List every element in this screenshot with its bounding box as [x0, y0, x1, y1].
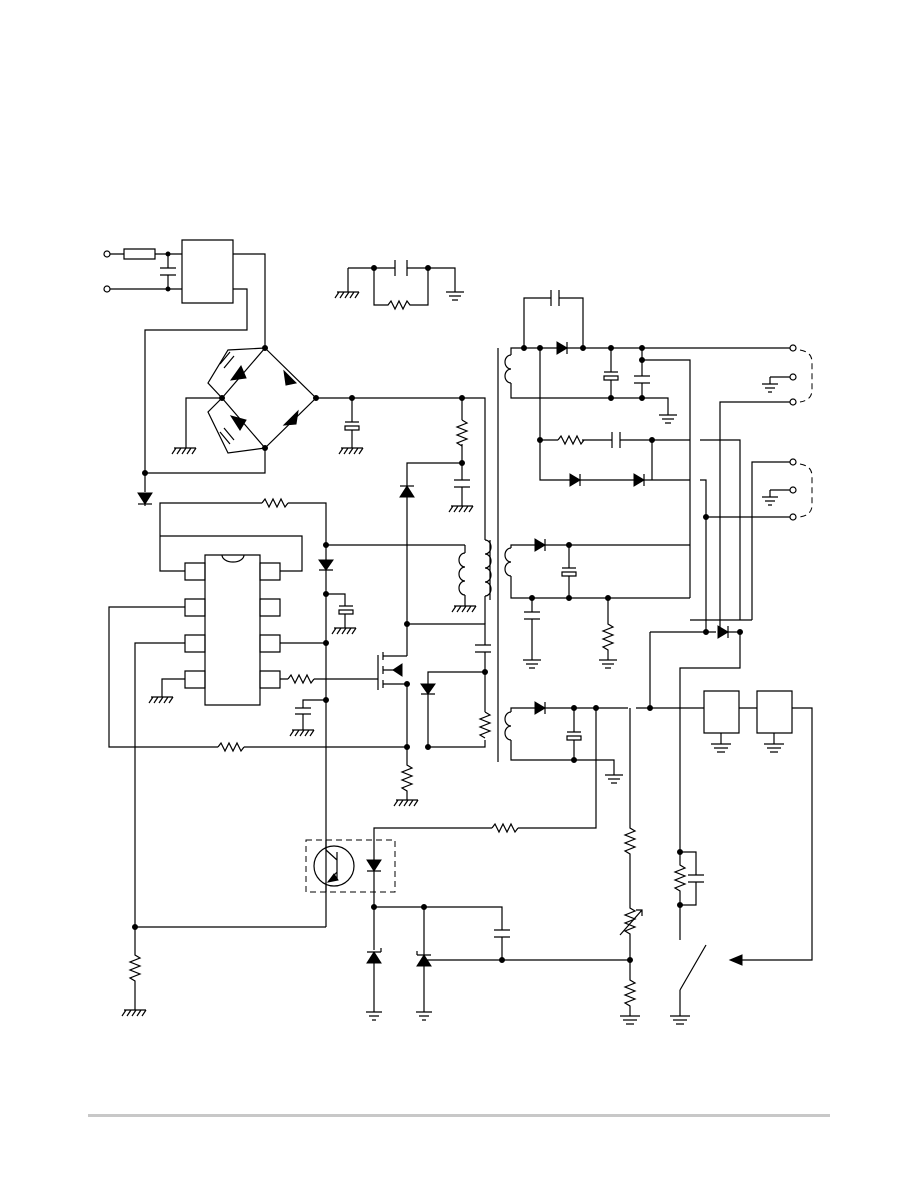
bridge-diode-4: [284, 411, 298, 425]
bridge-diode-2: [284, 371, 296, 385]
secondary-output-1: [511, 290, 791, 598]
emi-filter-block: [182, 240, 233, 303]
bridge-diode-1: [231, 366, 246, 380]
ic-body: [205, 555, 260, 705]
output-terminal-5: [790, 487, 796, 493]
output-diode-5: [535, 702, 545, 714]
output-terminal-2: [790, 374, 796, 380]
power-switch: [680, 945, 706, 990]
ac-input-section: [104, 240, 265, 473]
feedback-network: [306, 840, 630, 1020]
output-diode-3: [634, 474, 644, 486]
mosfet-switch: [378, 622, 491, 807]
secondary-output-3: [374, 702, 690, 860]
secondary-winding-3: [505, 712, 511, 740]
aux-winding: [459, 553, 465, 595]
clamp-diode: [400, 486, 414, 497]
pwm-controller-ic: [109, 473, 407, 927]
output-diode-4: [535, 539, 545, 551]
vcc-diode: [319, 560, 333, 570]
opto-transistor: [314, 846, 354, 886]
output-diode-1: [557, 342, 567, 354]
flyback-transformer: [452, 348, 511, 762]
output-terminal-6: [790, 514, 796, 520]
reference-zener-1: [367, 952, 381, 963]
output-terminal-1: [790, 345, 796, 351]
regulator-1: [704, 691, 739, 733]
footer-rule: [88, 1114, 830, 1117]
output-terminal-4: [790, 459, 796, 465]
output-terminal-3: [790, 399, 796, 405]
secondary-winding-1: [505, 355, 511, 383]
linear-regulators: [690, 691, 812, 965]
output-diode-2: [570, 474, 580, 486]
hv-rail: [316, 396, 485, 641]
current-sense-resistor: [480, 712, 490, 738]
mosfet-protection-diode: [421, 684, 435, 694]
ac-input-terminal-2: [104, 286, 110, 292]
optocoupler: [306, 840, 395, 892]
ac-input-terminal-1: [104, 251, 110, 257]
vcc-supply: [122, 543, 465, 1017]
voltage-divider: [620, 708, 706, 1024]
snubber-resistor: [457, 420, 467, 446]
primary-winding: [485, 540, 491, 596]
or-diode: [718, 626, 728, 638]
bridge-rectifier: [143, 346, 319, 476]
y-capacitor-network: [335, 260, 464, 309]
opto-led: [367, 860, 381, 871]
secondary-output-2: [511, 539, 690, 668]
output-connectors: [650, 345, 812, 852]
regulator-2: [757, 691, 792, 733]
startup-diode: [138, 493, 152, 504]
secondary-winding-2: [505, 548, 511, 576]
input-fuse-resistor: [124, 249, 155, 259]
bridge-diode-3: [231, 416, 246, 430]
